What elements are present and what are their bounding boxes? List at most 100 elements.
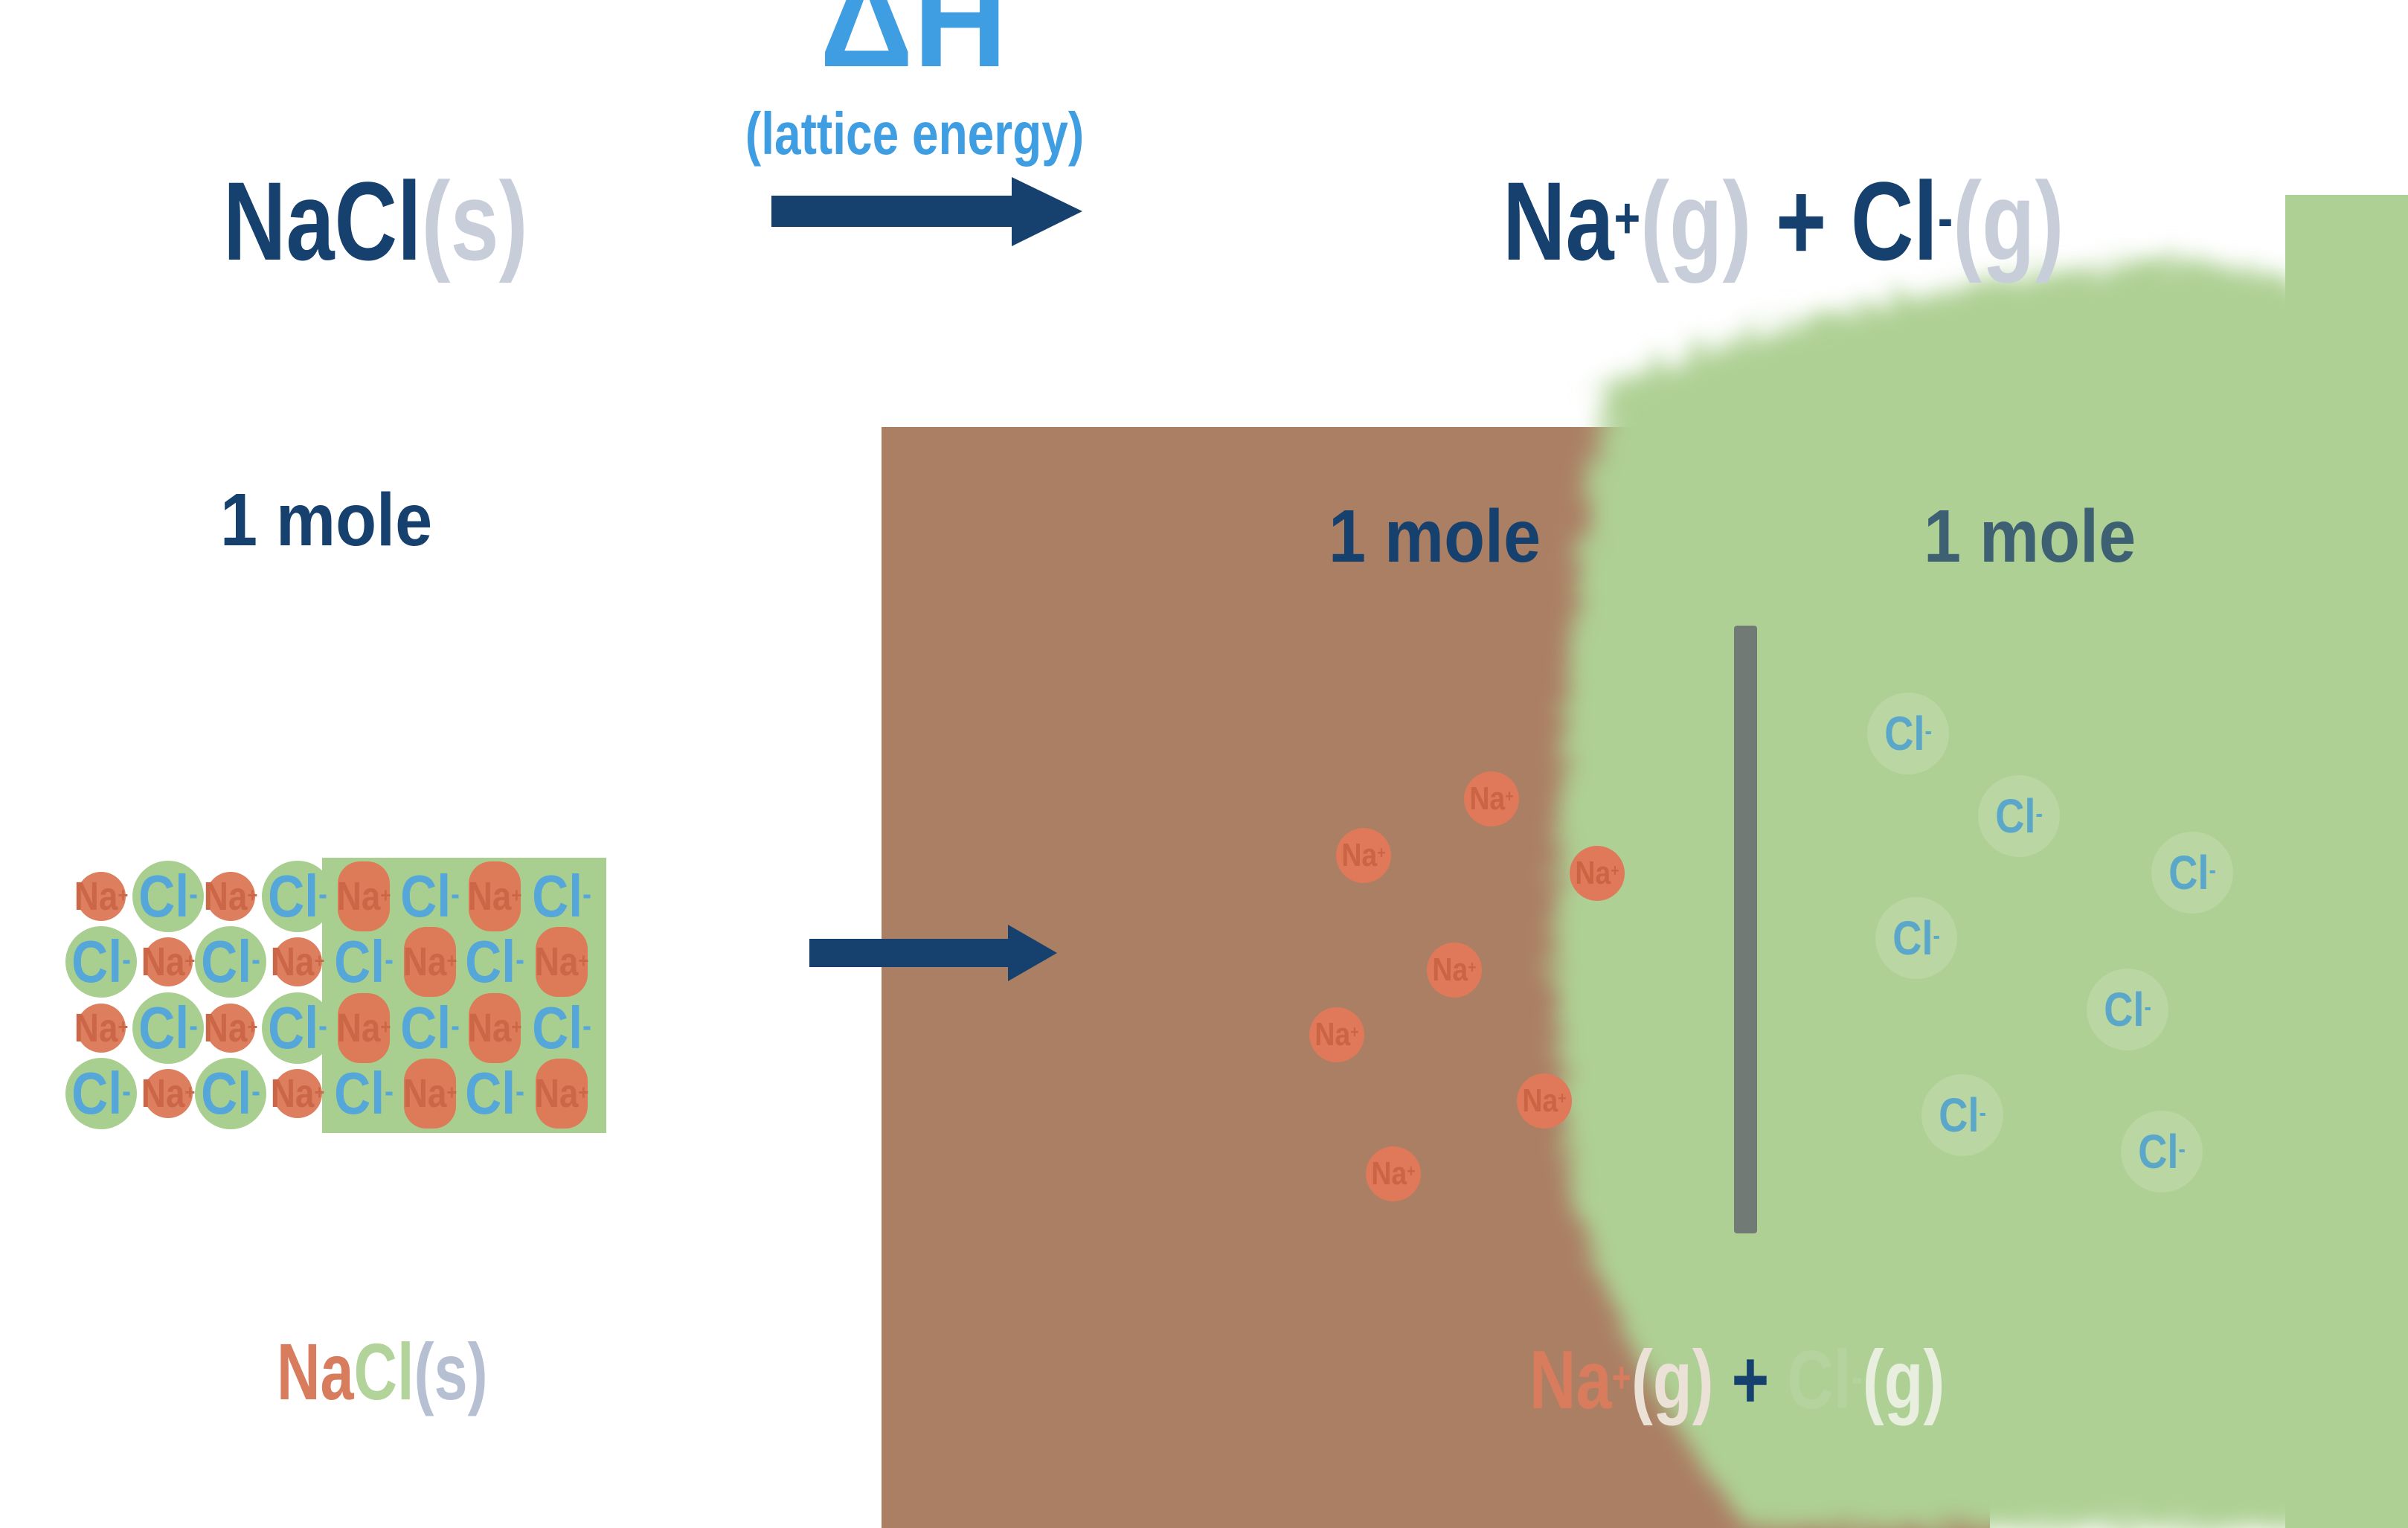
lattice-na-label: Na+ xyxy=(403,942,457,982)
green-edge-strip xyxy=(2285,195,2408,1528)
lattice-cl-label-charge: - xyxy=(385,1073,394,1109)
lattice-na-label-charge: + xyxy=(380,883,391,907)
solid-label-na: Na xyxy=(277,1326,354,1416)
lattice-na-label-charge: + xyxy=(184,1080,196,1104)
free-cl-ion: Cl- xyxy=(1867,693,1949,774)
free-cl-ion-label-text: Cl xyxy=(1939,1088,1980,1142)
lattice-cl-ion xyxy=(132,992,204,1064)
lattice-na-label-charge: + xyxy=(446,1080,457,1104)
free-cl-ion-label-text: Cl xyxy=(1892,911,1933,965)
free-na-ion: Na+ xyxy=(1336,828,1391,883)
lattice-na-ion xyxy=(536,927,588,997)
lattice-na-label: Na+ xyxy=(271,1073,325,1114)
product-cl-charge: - xyxy=(1937,184,1953,251)
free-cl-ion: Cl- xyxy=(1978,775,2060,857)
free-na-ion-label-charge: + xyxy=(1377,842,1386,862)
lattice-na-label-text: Na xyxy=(467,1006,512,1050)
lattice-cl-label-text: Cl xyxy=(334,928,385,995)
product-cl: Cl xyxy=(1850,158,1938,283)
free-na-ion-label-text: Na xyxy=(1575,855,1611,891)
reactant-state: (s) xyxy=(421,158,528,283)
lattice-cl-label: Cl- xyxy=(268,998,327,1058)
free-cl-ion-label-text: Cl xyxy=(2168,846,2209,899)
lattice-cl-ion xyxy=(195,926,266,998)
na-gas-amount-label: 1 mole xyxy=(1329,495,1541,578)
free-na-ion-label-text: Na xyxy=(1371,1155,1407,1192)
lattice-na-label-charge: + xyxy=(511,883,522,907)
lattice-na-label: Na+ xyxy=(271,942,325,982)
free-na-ion: Na+ xyxy=(1517,1073,1572,1129)
lattice-na-label: Na+ xyxy=(204,1008,258,1048)
nacl-crystal-lattice: Na+Cl-Na+Cl-Na+Cl-Na+Cl-Cl-Na+Cl-Na+Cl-N… xyxy=(65,858,606,1134)
lattice-cl-label-charge: - xyxy=(582,1008,591,1044)
lattice-cl-label-charge: - xyxy=(189,876,198,912)
free-na-ion-label-charge: + xyxy=(1611,860,1619,880)
lattice-cl-label-text: Cl xyxy=(465,928,516,995)
lattice-na-label-text: Na xyxy=(141,940,185,984)
free-na-ion-label-charge: + xyxy=(1407,1161,1416,1181)
lattice-cl-label-text: Cl xyxy=(138,863,190,929)
free-na-ion-label: Na+ xyxy=(1469,780,1513,818)
free-cl-ion: Cl- xyxy=(2151,832,2233,914)
free-cl-ion-label-text: Cl xyxy=(1884,707,1925,760)
free-cl-ion-label: Cl- xyxy=(2168,845,2216,900)
free-cl-ion: Cl- xyxy=(1875,897,1957,979)
free-cl-ion-label: Cl- xyxy=(1884,706,1932,761)
free-na-ion: Na+ xyxy=(1570,846,1625,901)
lattice-cl-label-charge: - xyxy=(516,1073,524,1109)
lattice-na-label-charge: + xyxy=(118,883,129,907)
lattice-na-ion xyxy=(144,1069,193,1118)
lattice-na-label: Na+ xyxy=(74,876,129,917)
free-na-ion: Na+ xyxy=(1464,771,1519,826)
lattice-cl-label: Cl- xyxy=(71,932,131,992)
lattice-cl-label-charge: - xyxy=(451,876,460,912)
lattice-na-ion xyxy=(338,861,390,931)
free-cl-ion: Cl- xyxy=(2087,969,2168,1050)
free-na-ion-label-text: Na xyxy=(1341,837,1378,873)
free-na-ion-label-charge: + xyxy=(1468,957,1477,977)
lattice-na-label-charge: + xyxy=(380,1015,391,1039)
lattice-na-label-text: Na xyxy=(402,1071,447,1116)
lattice-na-label-text: Na xyxy=(534,1071,579,1116)
lattice-na-label: Na+ xyxy=(204,876,258,917)
free-cl-ion-label-charge: - xyxy=(1924,717,1932,745)
free-na-ion: Na+ xyxy=(1427,943,1482,998)
free-na-ion-label: Na+ xyxy=(1341,837,1385,874)
lattice-cl-ion xyxy=(65,926,137,998)
lattice-cl-label: Cl- xyxy=(334,932,394,992)
lattice-na-ion xyxy=(206,1004,255,1053)
lattice-na-label-charge: + xyxy=(247,883,258,907)
lattice-cl-label-text: Cl xyxy=(334,1060,385,1126)
lattice-na-label: Na+ xyxy=(141,1073,196,1114)
free-cl-ion-label: Cl- xyxy=(2104,982,2151,1037)
free-cl-ion-label: Cl- xyxy=(1939,1088,1986,1143)
lattice-na-label-charge: + xyxy=(446,948,457,972)
free-na-ion-label: Na+ xyxy=(1314,1016,1358,1053)
lattice-cl-label: Cl- xyxy=(400,867,460,926)
lattice-na-label-text: Na xyxy=(74,874,118,919)
lattice-na-ion xyxy=(536,1059,588,1129)
lattice-cl-label: Cl- xyxy=(268,867,327,926)
lattice-na-label-charge: + xyxy=(578,948,589,972)
lattice-cl-label: Cl- xyxy=(400,998,460,1058)
lattice-cl-ion xyxy=(195,1058,266,1129)
lattice-cl-ion xyxy=(262,861,333,932)
lattice-na-label-charge: + xyxy=(511,1015,522,1039)
lattice-cl-label: Cl- xyxy=(138,867,198,926)
lattice-na-label-text: Na xyxy=(467,874,512,919)
lattice-na-ion xyxy=(273,937,322,986)
product-na-charge: + xyxy=(1614,184,1641,251)
free-na-ion: Na+ xyxy=(1309,1007,1364,1062)
lattice-na-ion xyxy=(273,1069,322,1118)
lattice-cl-label: Cl- xyxy=(532,998,591,1058)
lattice-cl-label-text: Cl xyxy=(465,1060,516,1126)
lattice-cl-label: Cl- xyxy=(201,1064,260,1123)
reaction-arrow-top xyxy=(771,177,1082,246)
lattice-cl-label-text: Cl xyxy=(71,928,123,995)
free-cl-ion-label-charge: - xyxy=(2178,1135,2186,1163)
free-na-ion-label-text: Na xyxy=(1314,1016,1351,1053)
free-na-ion-label: Na+ xyxy=(1575,855,1619,892)
lattice-cl-ion xyxy=(65,1058,137,1129)
gas-label-cl-charge: - xyxy=(1851,1354,1863,1402)
